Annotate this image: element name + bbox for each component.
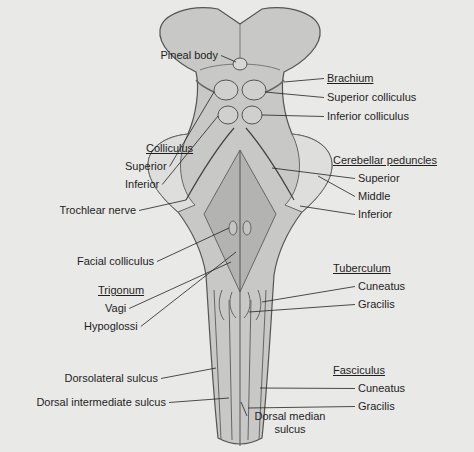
structure-label: Vagi bbox=[105, 302, 126, 315]
leader-line bbox=[262, 115, 324, 117]
leader-line bbox=[249, 305, 355, 313]
inferior-colliculus bbox=[242, 106, 262, 124]
leader-line bbox=[141, 252, 236, 327]
structure-label: Superior bbox=[358, 172, 400, 185]
structure-label: Dorsal median sulcus bbox=[250, 410, 330, 436]
structure-label: Superior bbox=[125, 160, 167, 173]
superior-colliculus bbox=[242, 80, 266, 100]
structure-label: Gracilis bbox=[358, 400, 395, 413]
leader-line bbox=[248, 407, 355, 409]
leader-line bbox=[272, 168, 355, 179]
structure-label: Facial colliculus bbox=[77, 255, 154, 268]
structure-label: Inferior colliculus bbox=[327, 110, 409, 123]
leader-line bbox=[318, 176, 355, 197]
group-heading: Colliculus bbox=[146, 142, 193, 155]
leader-line bbox=[161, 368, 216, 379]
structure-label: Hypoglossi bbox=[84, 320, 138, 333]
leader-line bbox=[260, 388, 355, 390]
pineal-body bbox=[233, 58, 247, 70]
structure-label: Trochlear nerve bbox=[59, 204, 136, 217]
median-sulcus bbox=[240, 150, 241, 446]
facial-colliculus bbox=[243, 221, 251, 235]
leader-line bbox=[157, 228, 229, 262]
leader-line bbox=[221, 56, 236, 63]
intermediate-sulci bbox=[229, 300, 251, 440]
structure-label: Dorsal intermediate sulcus bbox=[36, 396, 166, 409]
group-heading: Brachium bbox=[327, 72, 373, 85]
structure-label: Middle bbox=[358, 190, 390, 203]
structure-label: Gracilis bbox=[358, 298, 395, 311]
group-heading: Cerebellar peduncles bbox=[333, 154, 437, 167]
leader-line bbox=[139, 200, 186, 211]
leader-line bbox=[129, 262, 231, 309]
structure-label: Inferior bbox=[125, 178, 159, 191]
thalamus-shade bbox=[200, 24, 280, 70]
facial-colliculus bbox=[229, 221, 237, 235]
group-heading: Fasciculus bbox=[333, 364, 385, 377]
superior-colliculus bbox=[214, 80, 238, 100]
leader-line bbox=[241, 402, 247, 416]
leader-line bbox=[169, 398, 229, 403]
leader-line bbox=[262, 287, 355, 303]
structure-label: Pineal body bbox=[161, 49, 219, 62]
brachium bbox=[196, 80, 284, 92]
structure-label: Superior colliculus bbox=[327, 91, 416, 104]
inferior-colliculus bbox=[218, 106, 238, 124]
structure-label: Dorsolateral sulcus bbox=[64, 372, 158, 385]
group-heading: Tuberculum bbox=[333, 262, 391, 275]
leader-line bbox=[284, 79, 324, 83]
leader-line bbox=[300, 206, 355, 215]
group-heading: Trigonum bbox=[98, 284, 144, 297]
structure-label: Cuneatus bbox=[358, 280, 405, 293]
leader-line bbox=[265, 92, 324, 98]
structure-label: Inferior bbox=[358, 208, 392, 221]
structure-label: Cuneatus bbox=[358, 382, 405, 395]
